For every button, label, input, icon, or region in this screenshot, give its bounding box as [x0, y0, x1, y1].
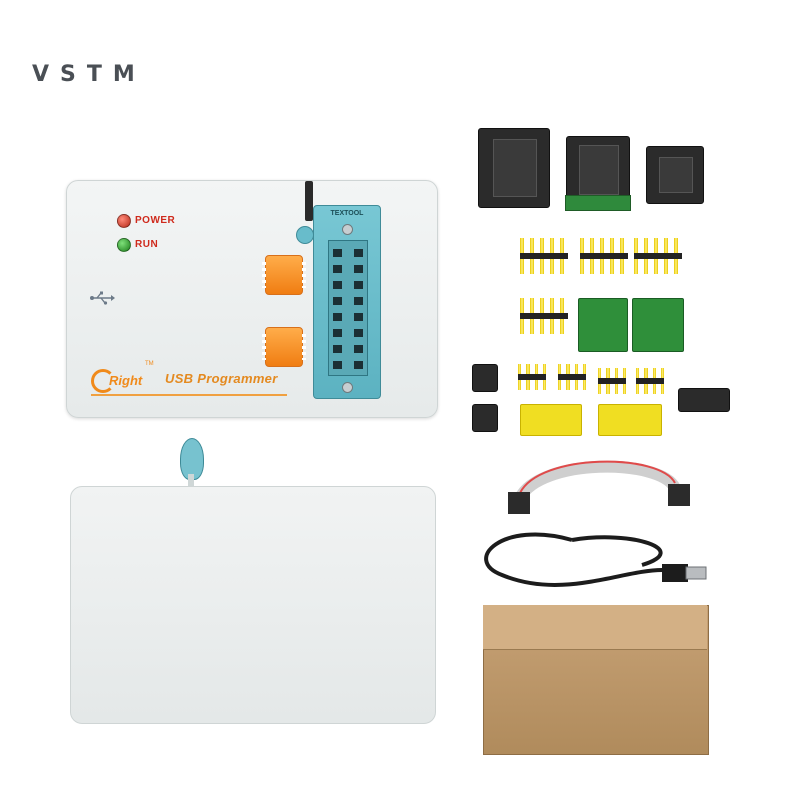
pin-header-black [472, 364, 498, 392]
usb-symbol-icon [90, 291, 115, 305]
screw-icon [342, 382, 353, 393]
lid-lever-stem [188, 474, 194, 488]
cardboard-box-lid [483, 605, 707, 650]
brand-logo-text: VSTM [32, 62, 146, 87]
pin-header [520, 298, 568, 346]
sop-adapter-board [578, 298, 628, 352]
screw-icon [342, 224, 353, 235]
sop-socket-adapter [478, 128, 550, 208]
adapter-board-yellow [598, 404, 662, 436]
pin-header [636, 368, 664, 396]
logo-trademark: TM [145, 361, 154, 367]
power-led-label: POWER [135, 215, 176, 226]
pin-header [598, 368, 626, 396]
pin-header [634, 238, 682, 286]
pin-header [580, 238, 628, 286]
pin-header-black [472, 404, 498, 432]
programmer-title: USB Programmer [165, 371, 278, 386]
pin-header [518, 364, 546, 392]
sop-socket-adapter [646, 146, 704, 204]
socket-lever-slot [305, 181, 313, 221]
chip-orientation-icon [262, 327, 306, 367]
socket-lever-knob[interactable] [296, 226, 314, 244]
sop-adapter-board [632, 298, 684, 352]
programmer-lid [70, 486, 436, 724]
usb-programmer-unit: POWER RUN Right TM USB Programmer TEXTOO… [66, 180, 438, 418]
pin-header [520, 238, 568, 286]
chip-orientation-icon [262, 255, 306, 295]
socket-brand-label: TEXTOOL [330, 210, 364, 217]
brand-swirl-icon [91, 369, 115, 393]
usb-cable [484, 532, 707, 587]
zif-socket: TEXTOOL [313, 205, 381, 399]
logo-underline [91, 394, 287, 396]
socket-pin-bed [328, 240, 368, 376]
power-led-icon [117, 214, 131, 228]
run-led-icon [117, 238, 131, 252]
logo-right-text: Right [109, 373, 143, 388]
pin-header [558, 364, 586, 392]
run-led-label: RUN [135, 239, 159, 250]
ribbon-cable [508, 460, 690, 514]
idc-connector [678, 388, 730, 412]
sop-socket-adapter [565, 136, 631, 211]
lid-lever-knob [180, 438, 204, 480]
adapter-board-yellow [520, 404, 582, 436]
